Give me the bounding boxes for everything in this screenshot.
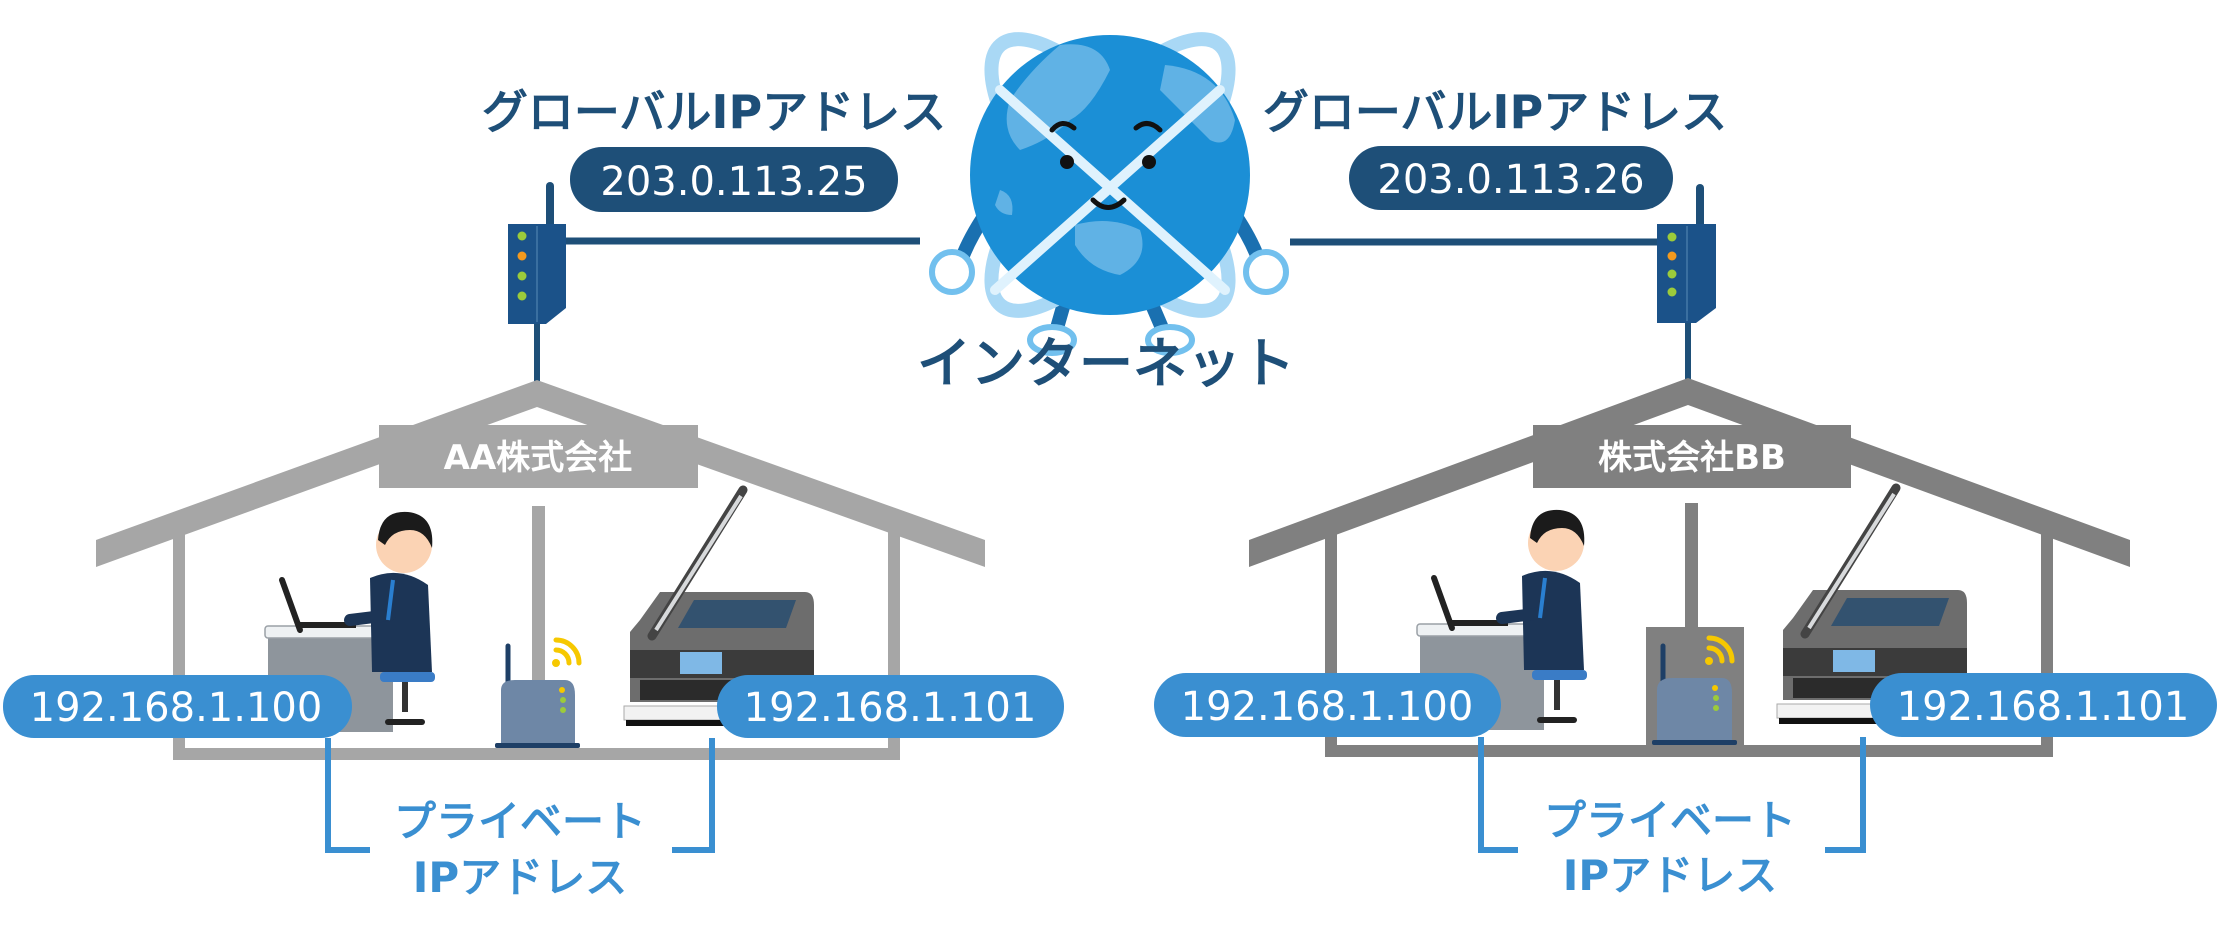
router-icon xyxy=(1657,184,1716,323)
pc-ip-pill xyxy=(3,675,352,738)
private-bracket-left xyxy=(325,738,370,853)
internet-globe: インターネット xyxy=(917,32,1295,395)
company-name: AA株式会社 xyxy=(444,438,633,478)
global-ip-pill xyxy=(570,147,898,212)
printer-ip-value: 192.168.1.101 xyxy=(1897,684,2190,730)
pc-ip-pill xyxy=(1154,673,1501,737)
private-ip-label-line2: IPアドレス xyxy=(1563,851,1777,900)
private-ip-label-line2: IPアドレス xyxy=(413,853,627,902)
wifi-router-icon xyxy=(495,643,580,748)
network-aa: グローバルIPアドレス 203.0.113.25 AA株式会社 xyxy=(3,85,1064,902)
company-sign xyxy=(1533,425,1851,488)
globe-mascot-icon xyxy=(929,32,1289,356)
internet-label: インターネット xyxy=(917,332,1295,395)
printer-ip-pill xyxy=(1870,673,2217,737)
wifi-router-icon xyxy=(1652,643,1737,745)
printer-ip-value: 192.168.1.101 xyxy=(744,685,1037,731)
global-ip-label: グローバルIPアドレス xyxy=(482,85,946,139)
private-ip-label-line1: プライベート xyxy=(1544,796,1796,845)
global-ip-pill xyxy=(1349,146,1673,210)
private-bracket-left xyxy=(1478,737,1518,853)
wifi-signal-icon xyxy=(1705,635,1735,665)
wifi-signal-icon xyxy=(552,637,582,667)
global-ip-value: 203.0.113.25 xyxy=(600,159,867,205)
private-bracket-right xyxy=(1825,737,1866,853)
company-sign xyxy=(379,425,698,488)
network-bb: グローバルIPアドレス 203.0.113.26 株式会社BB xyxy=(1154,85,2217,900)
private-bracket-right xyxy=(672,738,715,853)
global-ip-value: 203.0.113.26 xyxy=(1377,157,1644,203)
global-ip-label: グローバルIPアドレス xyxy=(1263,85,1727,139)
router-icon xyxy=(508,182,566,324)
printer-icon xyxy=(623,485,814,726)
pc-ip-value: 192.168.1.100 xyxy=(1181,684,1474,730)
pc-ip-value: 192.168.1.100 xyxy=(30,685,323,731)
private-ip-label-line1: プライベート xyxy=(394,797,646,846)
company-name: 株式会社BB xyxy=(1598,438,1786,478)
printer-ip-pill xyxy=(717,675,1064,738)
